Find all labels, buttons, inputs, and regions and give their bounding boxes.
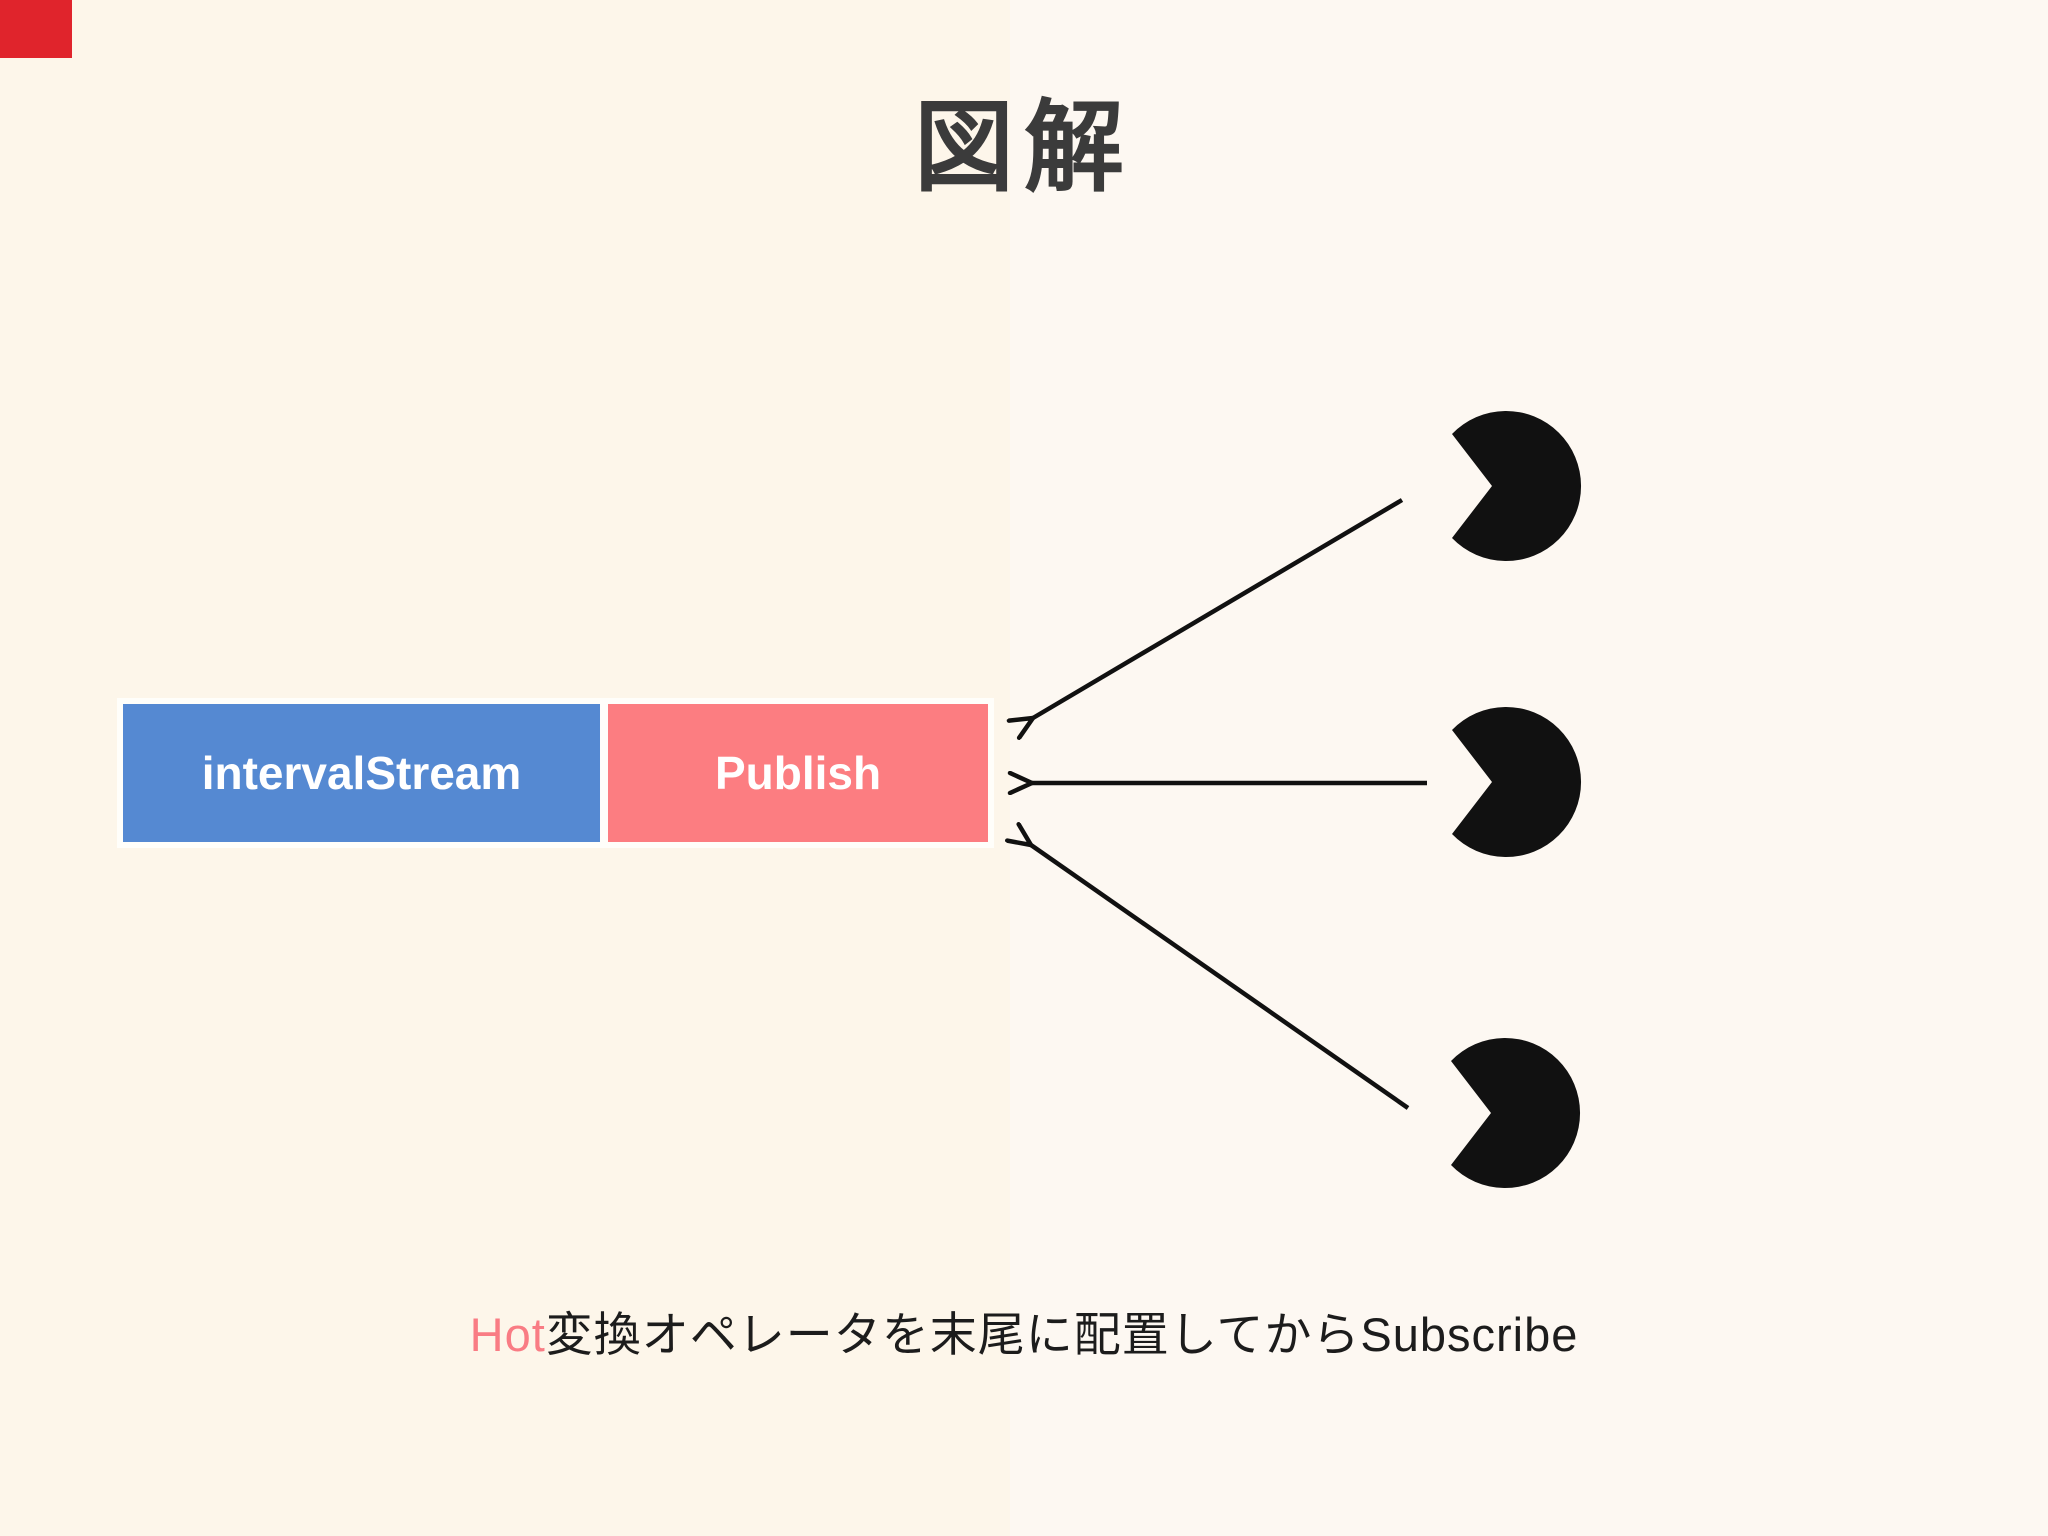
pacman-subscriber-icon	[1451, 1038, 1581, 1188]
slide-title: 図解	[914, 92, 1134, 204]
pacman-subscriber-icon	[1452, 706, 1582, 857]
corner-accent	[0, 0, 72, 58]
pacman-subscriber-icon	[1452, 411, 1582, 561]
subscribe-arrow-top	[1033, 498, 1404, 718]
publish-box: Publish	[602, 698, 994, 848]
publish-label: Publish	[714, 747, 882, 799]
subscribe-arrow-bottom	[1031, 845, 1410, 1110]
caption: Hot変換オペレータを末尾に配置してからSubscribe	[0, 1296, 2048, 1365]
caption-highlight: Hot	[469, 1308, 546, 1361]
interval-stream-label: intervalStream	[201, 747, 522, 799]
caption-rest: 変換オペレータを末尾に配置してからSubscribe	[545, 1308, 1579, 1361]
